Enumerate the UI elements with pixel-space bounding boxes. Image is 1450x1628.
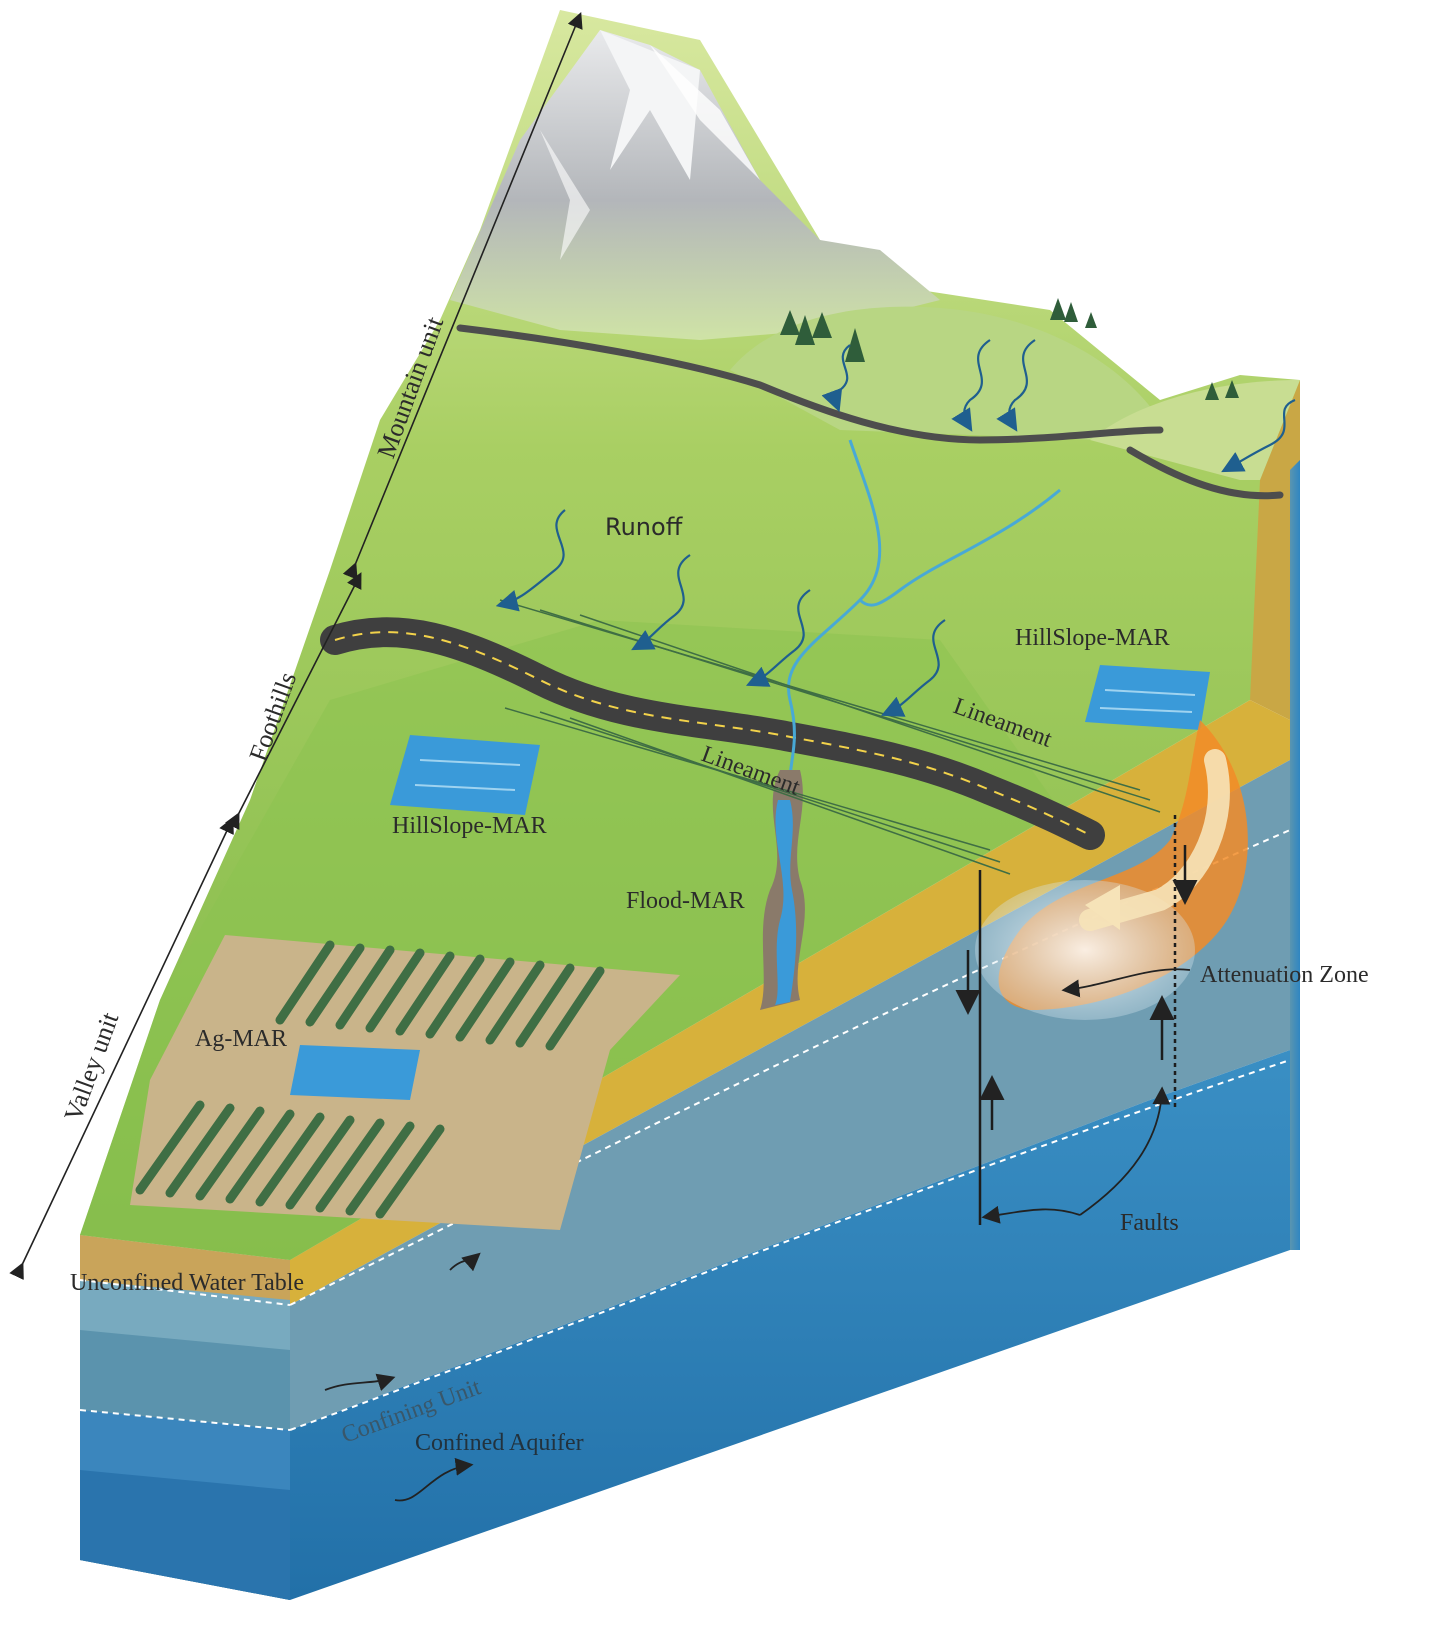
- unit-extent-arrows: [9, 12, 583, 1280]
- pond-hillslope-left: [390, 735, 540, 815]
- faults: [955, 815, 1198, 1225]
- label-ag-mar: Ag-MAR: [195, 1026, 287, 1052]
- block-right-face: [1250, 380, 1300, 1250]
- pond-hillslope-right: [1085, 665, 1210, 730]
- block-front-left-face: [80, 1235, 290, 1600]
- label-hillslope-mar-right: HillSlope-MAR: [1015, 625, 1170, 651]
- label-attenuation-zone: Attenuation Zone: [1200, 962, 1369, 988]
- label-valley-unit: Valley unit: [58, 1008, 124, 1125]
- label-unconfined-water-table: Unconfined Water Table: [70, 1270, 304, 1296]
- unit-boundaries: [456, 324, 1284, 500]
- label-hillslope-mar-left: HillSlope-MAR: [392, 813, 547, 839]
- tree-cluster: [780, 298, 1239, 400]
- road: [320, 617, 1105, 850]
- flood-mar-channel: [760, 770, 805, 1010]
- label-runoff: Runoff: [605, 513, 683, 541]
- pond-ag-mar: [290, 1045, 420, 1100]
- label-confined-aquifer: Confined Aquifer: [415, 1430, 584, 1456]
- callout-arrows: [324, 968, 1191, 1502]
- stream-network: [787, 439, 1061, 781]
- runoff-arrows: [495, 339, 1296, 717]
- label-faults: Faults: [1120, 1210, 1179, 1236]
- mountain: [450, 30, 940, 340]
- attenuation-zone: [975, 720, 1248, 1020]
- label-flood-mar: Flood-MAR: [626, 888, 745, 914]
